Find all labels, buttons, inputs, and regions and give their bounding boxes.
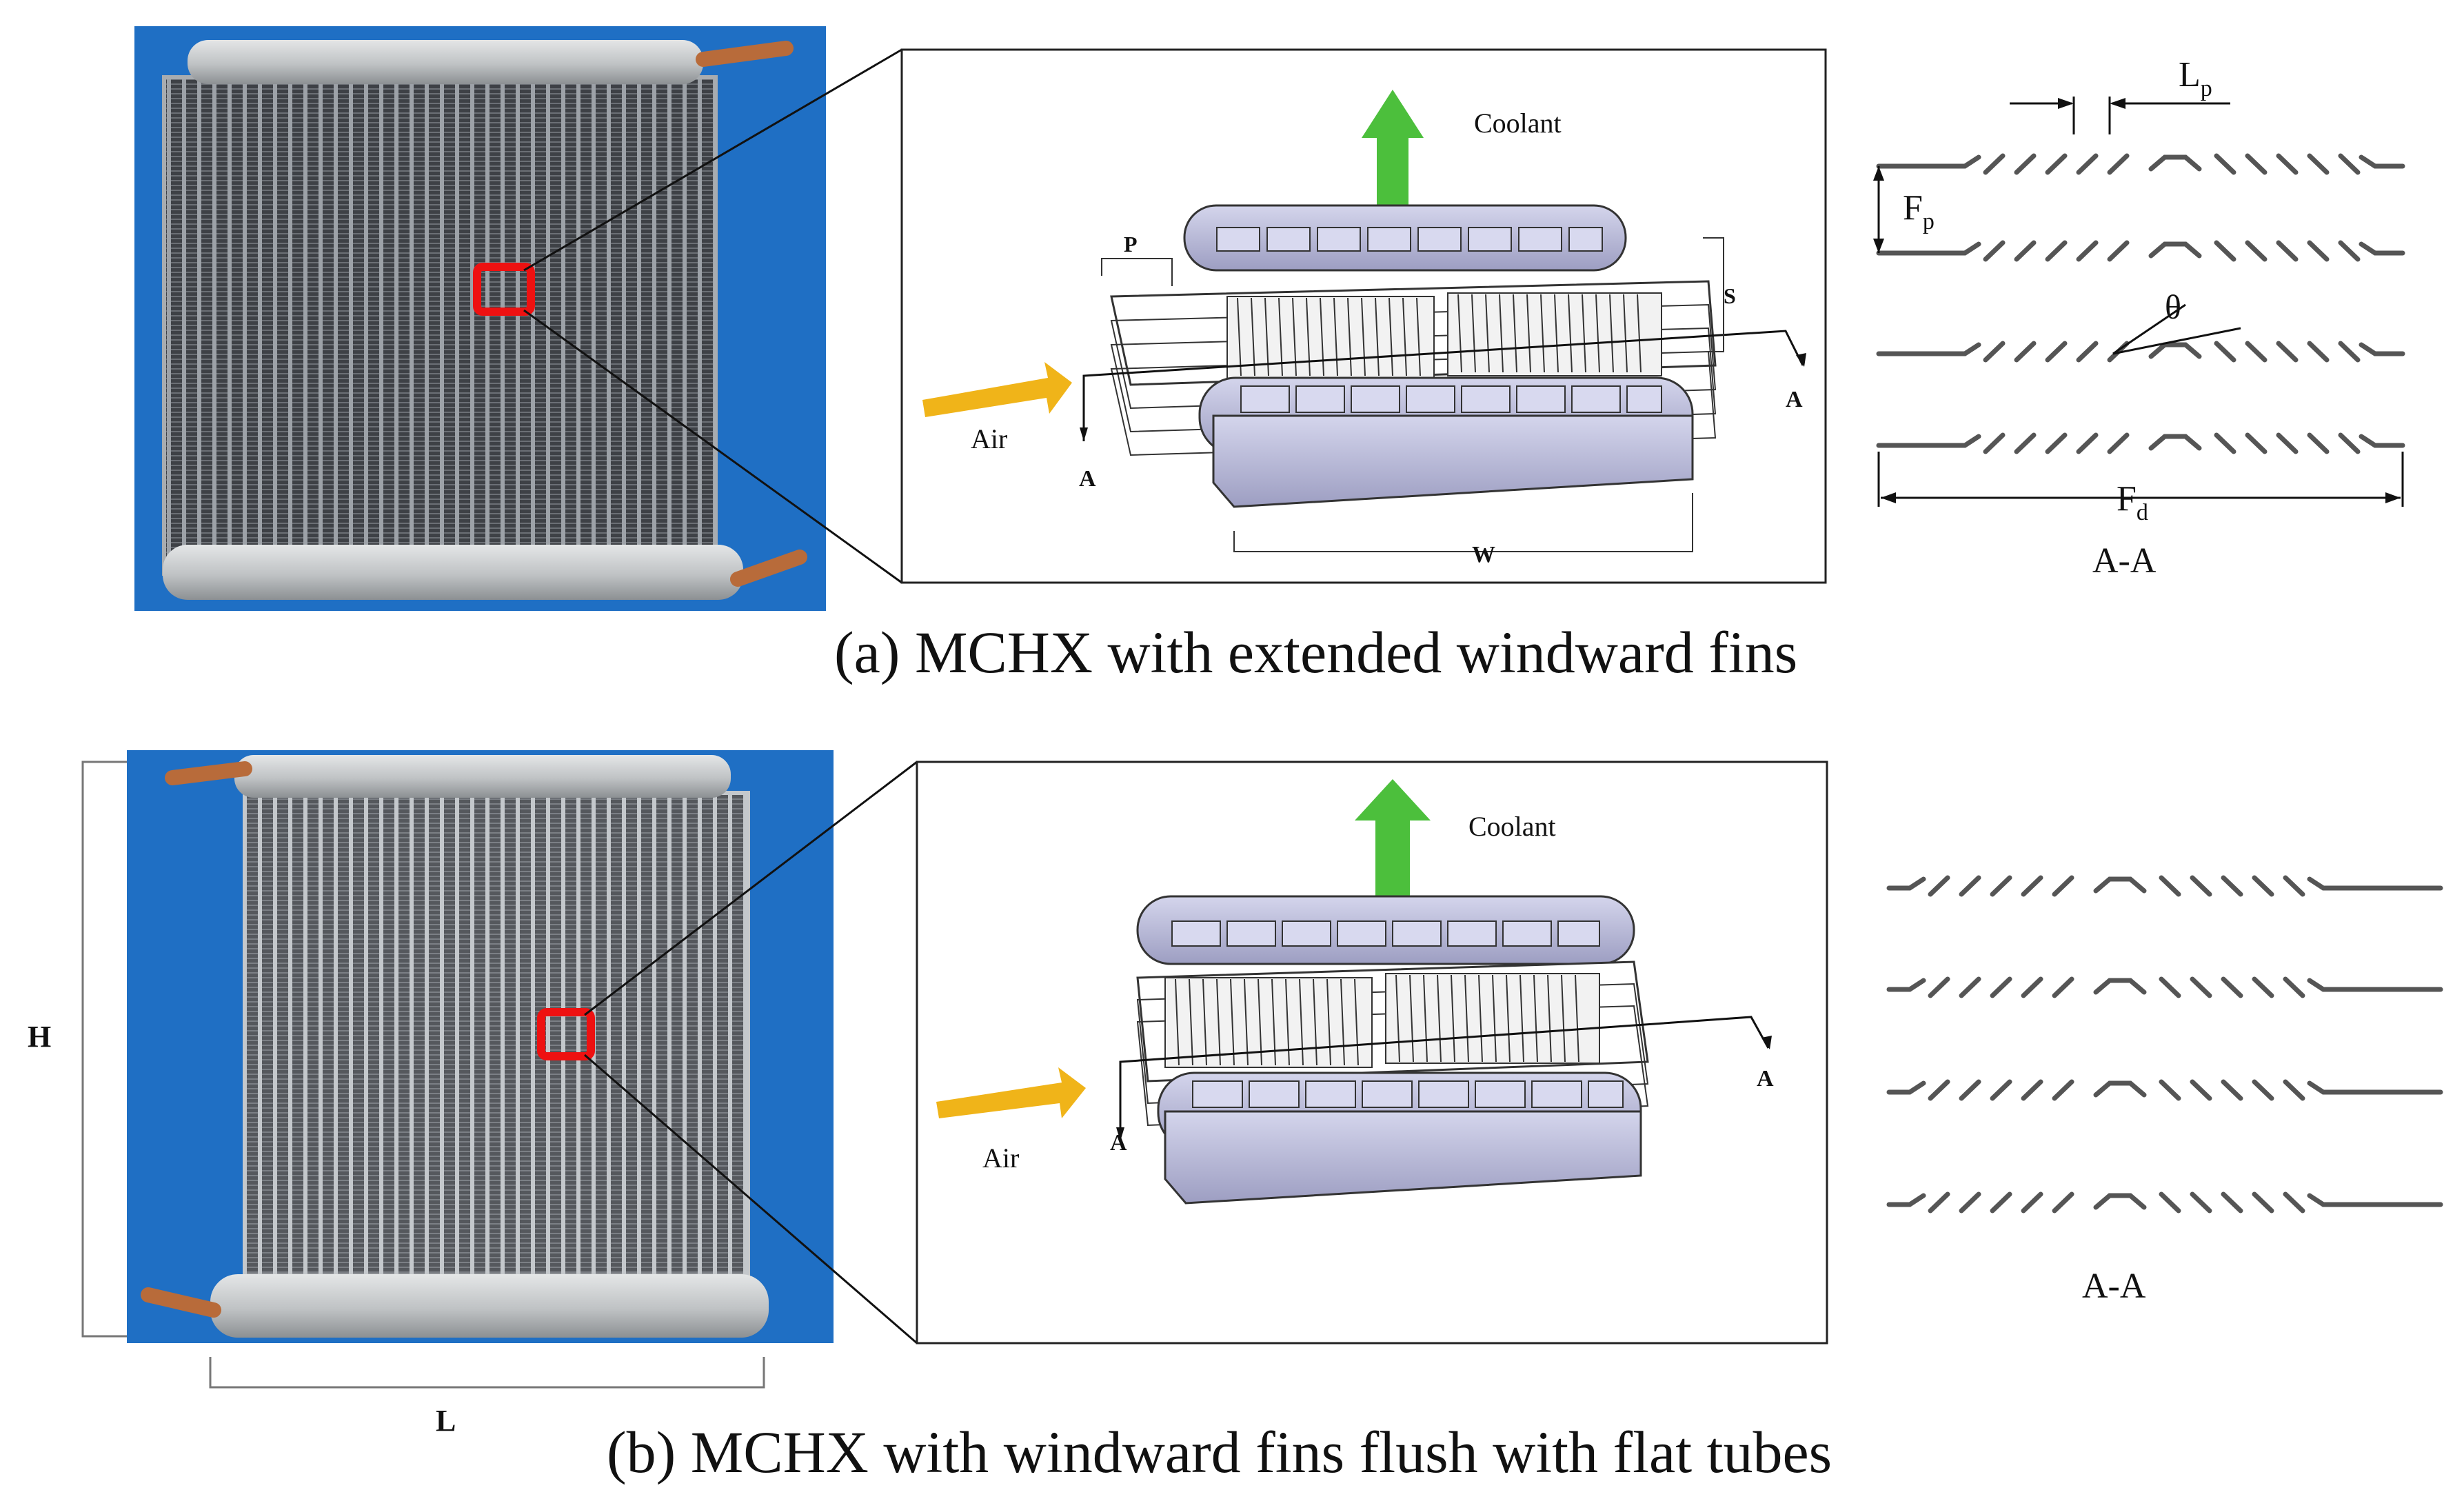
width-label-w: W — [1472, 542, 1495, 567]
fin-row-4-a — [1876, 432, 2405, 454]
air-label-b: Air — [982, 1142, 1019, 1174]
section-mark-left-b: A — [1110, 1130, 1127, 1156]
section-title-b: A-A — [2082, 1267, 2146, 1306]
fin-row-3-b — [1886, 1079, 2443, 1101]
dimension-l — [209, 1357, 765, 1389]
highlight-box-a — [473, 263, 535, 316]
caption-a: (a) MCHX with extended windward fins — [834, 619, 1797, 685]
air-label-a: Air — [971, 423, 1007, 454]
fin-pitch-label: Fp — [1903, 188, 1935, 234]
zoom-line-top-a — [523, 48, 902, 272]
dimension-w — [1233, 493, 1693, 552]
section-mark-right-a: A — [1786, 387, 1803, 412]
section-mark-left-a: A — [1079, 466, 1096, 492]
copper-pipe-bottom-a — [730, 550, 807, 587]
tube-channels-front-a — [1240, 385, 1662, 413]
zoom-line-bottom-b — [584, 1054, 918, 1345]
air-arrow-a — [922, 362, 1072, 417]
cross-section-a — [1876, 153, 2405, 454]
fin-row-1-a — [1876, 153, 2405, 175]
header-tube-bottom-a — [163, 545, 743, 600]
photo-a — [134, 26, 826, 611]
section-title-a: A-A — [2092, 541, 2157, 581]
pitch-label-p: P — [1124, 232, 1138, 256]
copper-pipe-bottom-b — [141, 1287, 221, 1318]
dimension-fd — [1877, 452, 2404, 507]
copper-pipe-top-a — [696, 41, 794, 67]
spacing-label-s: S — [1724, 283, 1736, 308]
detail-view-b: Coolant — [916, 761, 1828, 1345]
fin-row-1-b — [1886, 875, 2443, 897]
header-tube-top-a — [188, 40, 703, 84]
fin-row-3-a — [1876, 341, 2405, 363]
fin-row-2-a — [1876, 240, 2405, 262]
angle-label-theta: θ — [2165, 288, 2181, 326]
height-label-h: H — [28, 1020, 51, 1054]
header-tube-bottom-b — [210, 1274, 769, 1338]
louver-pitch-label: Lp — [2179, 55, 2212, 101]
dimension-fp — [1873, 166, 1884, 253]
tube-channels-front-b — [1192, 1080, 1624, 1108]
dimension-lp — [2010, 97, 2230, 134]
fin-row-2-b — [1886, 976, 2443, 998]
zoom-line-top-b — [584, 761, 918, 1016]
tube-channels-top-b — [1171, 920, 1600, 947]
coolant-arrow-a — [1362, 90, 1424, 212]
photo-b — [127, 750, 834, 1343]
section-line-a — [1082, 330, 1804, 441]
dimension-s — [1703, 237, 1724, 352]
header-tube-top-b — [234, 755, 731, 798]
caption-b: (b) MCHX with windward fins flush with f… — [607, 1419, 1832, 1485]
louver-group-a — [1226, 292, 1662, 380]
fin-row-4-b — [1886, 1191, 2443, 1214]
highlight-box-b — [537, 1008, 595, 1060]
louver-angle-marker — [2112, 303, 2241, 355]
detail-view-a: Coolant — [900, 48, 1827, 584]
panel-a: Coolant — [134, 26, 2405, 685]
louver-group-b — [1164, 973, 1600, 1068]
cross-section-b — [1886, 875, 2443, 1214]
coolant-label-b: Coolant — [1468, 811, 1556, 842]
copper-pipe-top-b — [165, 761, 252, 785]
zoom-line-bottom-a — [523, 309, 902, 584]
fin-core-a — [164, 77, 716, 574]
tube-channels-top-a — [1216, 227, 1603, 252]
section-line-b — [1119, 1016, 1770, 1141]
fin-core-b — [245, 793, 748, 1276]
fin-depth-label: Fd — [2117, 479, 2148, 525]
length-label-l: L — [436, 1404, 456, 1438]
coolant-arrow-b — [1355, 779, 1431, 903]
air-arrow-b — [936, 1067, 1086, 1118]
coolant-label-a: Coolant — [1474, 108, 1562, 139]
dimension-p — [1101, 258, 1173, 286]
panel-b: H L Coolant — [28, 750, 2443, 1485]
section-mark-right-b: A — [1757, 1066, 1774, 1091]
